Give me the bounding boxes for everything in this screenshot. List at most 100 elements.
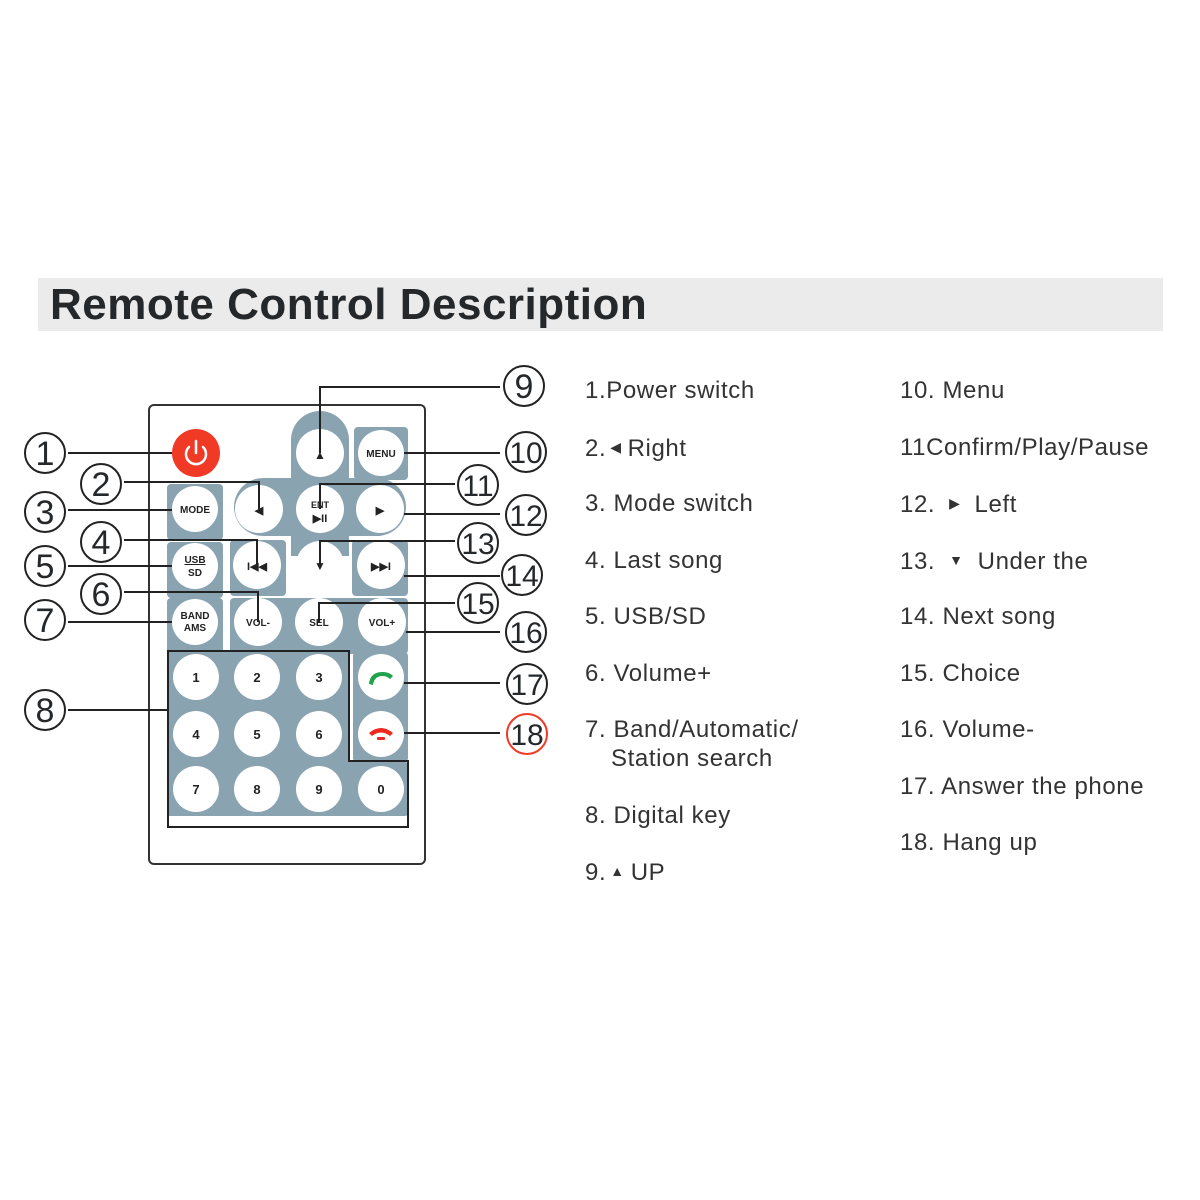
digit-2-button[interactable]: 2 <box>234 654 280 700</box>
digit-6-button[interactable]: 6 <box>296 711 342 757</box>
description-6: 6. Volume+ <box>585 660 712 687</box>
description-13: 13.▼Under the <box>900 548 1089 575</box>
callout-3: 3 <box>24 491 66 533</box>
callout-18: 18 <box>506 713 548 755</box>
band-ams-button[interactable]: BAND AMS <box>172 599 218 645</box>
digit-label: 7 <box>192 782 199 797</box>
svg-text:8: 8 <box>36 692 55 730</box>
hang-up-button[interactable] <box>358 711 404 757</box>
digit-1-button[interactable]: 1 <box>173 654 219 700</box>
description-18: 18. Hang up <box>900 829 1038 856</box>
digit-label: 0 <box>377 782 384 797</box>
vol-minus-label: VOL- <box>246 618 270 629</box>
right-triangle-icon: ▶ <box>949 495 961 511</box>
right-arrow-icon: ▶ <box>375 505 385 517</box>
right-button[interactable]: ▶ <box>356 485 404 533</box>
down-triangle-icon: ▼ <box>949 552 964 568</box>
callout-1: 1 <box>24 432 66 474</box>
menu-button[interactable]: MENU <box>358 430 404 476</box>
up-arrow-icon: ▲ <box>314 448 326 462</box>
sel-label: SEL <box>309 618 328 629</box>
digit-5-button[interactable]: 5 <box>234 711 280 757</box>
callouts: 1 2 3 4 5 6 7 8 9 10 11 12 13 14 15 16 1… <box>24 365 548 755</box>
left-arrow-icon: ◀ <box>254 505 264 517</box>
previous-track-icon: I◀◀ <box>247 561 268 573</box>
description-12: 12.▶Left <box>900 491 1017 518</box>
digit-label: 6 <box>315 727 322 742</box>
svg-text:13: 13 <box>461 528 494 561</box>
description-16: 16. Volume- <box>900 716 1035 743</box>
play-pause-icon: ▶II <box>312 513 328 525</box>
callout-2: 2 <box>80 463 122 505</box>
description-5: 5. USB/SD <box>585 603 707 630</box>
digit-7-button[interactable]: 7 <box>173 766 219 812</box>
callout-16: 16 <box>505 611 547 653</box>
next-track-icon: ▶▶I <box>370 561 391 573</box>
power-button[interactable] <box>172 429 220 477</box>
svg-text:2: 2 <box>92 466 111 504</box>
svg-text:10: 10 <box>509 437 542 470</box>
down-arrow-icon: ▼ <box>314 559 326 573</box>
vol-plus-label: VOL+ <box>369 618 396 629</box>
usb-label: USB <box>184 555 205 566</box>
digit-label: 4 <box>192 727 200 742</box>
description-4: 4. Last song <box>585 547 723 574</box>
power-icon <box>184 439 208 466</box>
svg-text:12: 12 <box>509 500 542 533</box>
page-title: Remote Control Description <box>50 280 648 329</box>
description-1: 1.Power switch <box>585 377 755 404</box>
callout-15: 15 <box>457 582 499 624</box>
description-11: 11Confirm/Play/Pause <box>900 434 1150 461</box>
svg-text:1: 1 <box>36 435 55 473</box>
digit-0-button[interactable]: 0 <box>358 766 404 812</box>
digit-9-button[interactable]: 9 <box>296 766 342 812</box>
title-banner <box>38 278 1163 331</box>
digit-3-button[interactable]: 3 <box>296 654 342 700</box>
callout-17: 17 <box>506 663 548 705</box>
description-7: 7. Band/Automatic/Station search <box>585 716 799 772</box>
callout-9: 9 <box>503 365 545 407</box>
mode-button[interactable]: MODE <box>172 486 218 532</box>
digit-8-button[interactable]: 8 <box>234 766 280 812</box>
callout-14: 14 <box>501 554 543 596</box>
digit-key-group-outline <box>167 650 409 828</box>
description-14: 14. Next song <box>900 603 1056 630</box>
callout-4: 4 <box>80 521 122 563</box>
digit-label: 1 <box>192 670 199 685</box>
svg-text:9: 9 <box>515 368 534 406</box>
svg-text:11: 11 <box>462 470 493 503</box>
callout-7: 7 <box>24 599 66 641</box>
svg-text:6: 6 <box>92 576 111 614</box>
svg-text:5: 5 <box>36 548 55 586</box>
usb-sd-button[interactable]: USB SD <box>172 543 218 589</box>
callout-13: 13 <box>457 522 499 564</box>
callout-6: 6 <box>80 573 122 615</box>
phone-hangup-icon <box>369 728 393 740</box>
callout-10: 10 <box>505 431 547 473</box>
menu-label: MENU <box>366 449 395 460</box>
svg-text:15: 15 <box>461 588 494 621</box>
description-2: 2.◀Right <box>585 435 687 462</box>
svg-text:3: 3 <box>36 494 55 532</box>
callout-12: 12 <box>505 494 547 536</box>
svg-text:4: 4 <box>92 524 111 562</box>
digit-label: 3 <box>315 670 322 685</box>
description-8: 8. Digital key <box>585 802 731 829</box>
callout-5: 5 <box>24 545 66 587</box>
callout-8: 8 <box>24 689 66 731</box>
volume-up-button[interactable]: VOL+ <box>358 598 406 646</box>
description-3: 3. Mode switch <box>585 490 754 517</box>
callout-11: 11 <box>457 464 499 506</box>
svg-text:7: 7 <box>36 602 55 640</box>
phone-answer-icon <box>369 672 393 685</box>
up-triangle-icon: ▲ <box>610 863 625 879</box>
description-17: 17. Answer the phone <box>900 773 1145 800</box>
leader-lines <box>68 386 500 734</box>
next-track-button[interactable]: ▶▶I <box>357 541 405 589</box>
answer-call-button[interactable] <box>358 654 404 700</box>
svg-text:18: 18 <box>510 719 543 752</box>
digit-label: 8 <box>253 782 260 797</box>
digit-4-button[interactable]: 4 <box>173 711 219 757</box>
description-10: 10. Menu <box>900 377 1005 404</box>
digit-label: 2 <box>253 670 260 685</box>
